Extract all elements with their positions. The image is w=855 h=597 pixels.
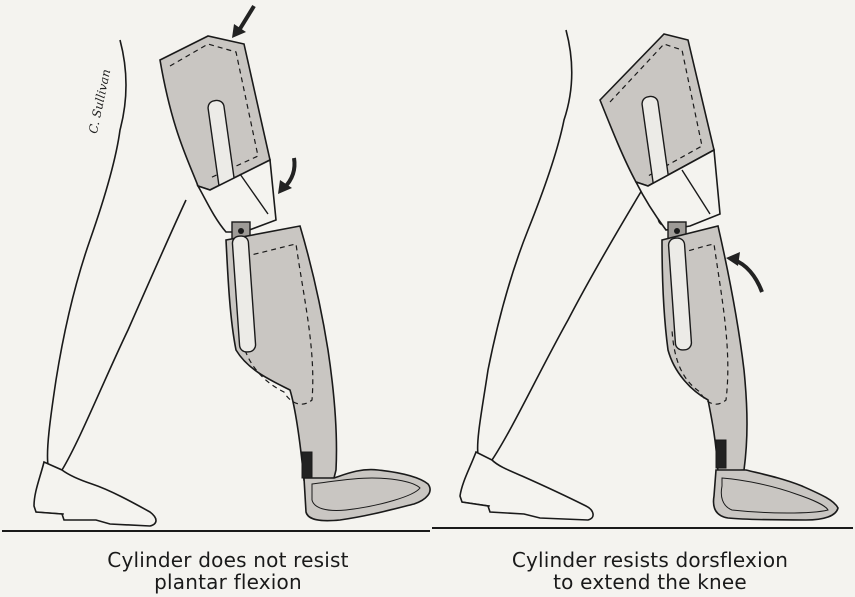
left-panel: C. Sullivan Cylinder does not resist pla…: [0, 0, 432, 597]
back-shoe: [34, 462, 156, 526]
right-caption-line1: Cylinder resists dorsflexion: [490, 549, 810, 571]
left-caption-line1: Cylinder does not resist: [88, 549, 368, 571]
prosthetic-foot: [304, 470, 430, 521]
left-caption-line2: plantar flexion: [88, 571, 368, 593]
arrow-top-icon: [232, 6, 254, 38]
right-illustration: [428, 0, 855, 597]
ankle-cylinder: [716, 440, 726, 468]
natural-leg: [47, 40, 186, 471]
right-caption: Cylinder resists dorsflexion to extend t…: [490, 549, 810, 593]
left-caption: Cylinder does not resist plantar flexion: [88, 549, 368, 593]
arrow-knee-icon: [278, 158, 295, 194]
right-caption-line2: to extend the knee: [490, 571, 810, 593]
back-shoe: [460, 452, 593, 520]
left-illustration: [0, 0, 432, 597]
right-panel: Cylinder resists dorsflexion to extend t…: [428, 0, 855, 597]
ankle-cylinder: [302, 452, 312, 478]
